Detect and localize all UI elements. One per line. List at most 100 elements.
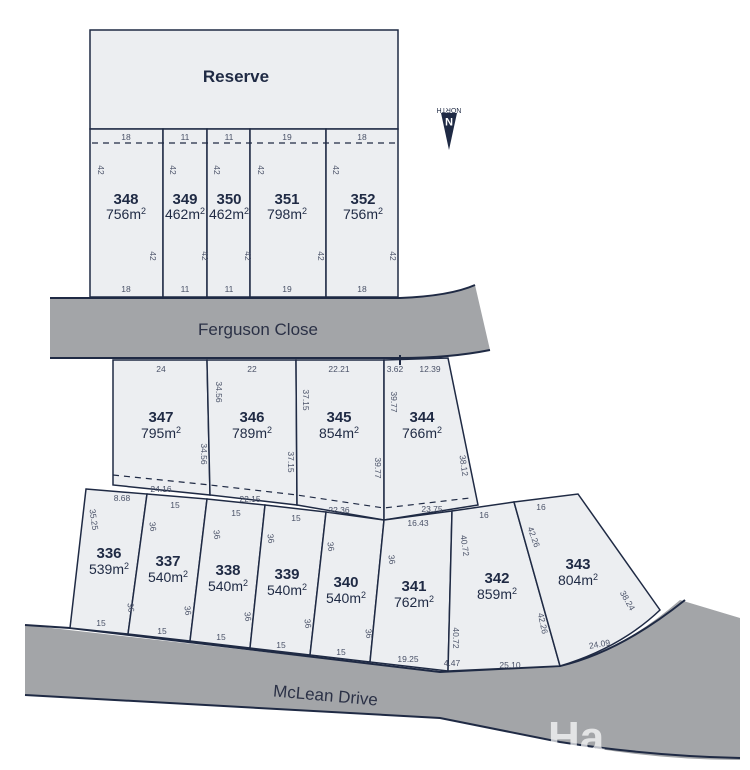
- lot-346-number: 346: [239, 409, 264, 426]
- lot-351-number: 351: [274, 191, 299, 208]
- dimension-label: 37.15: [286, 451, 296, 473]
- ferguson-close-road: [50, 285, 490, 358]
- lot-342-area: 859m2: [477, 586, 517, 602]
- lot-340-area: 540m2: [326, 590, 366, 606]
- dimension-label: 24.16: [150, 484, 172, 494]
- dimension-label: 24: [156, 364, 166, 374]
- lot-352-number: 352: [350, 191, 375, 208]
- lot-344-number: 344: [409, 409, 435, 426]
- lot-348-number: 348: [113, 191, 138, 208]
- dimension-label: 15: [170, 500, 180, 510]
- lot-352[interactable]: [325, 128, 399, 298]
- dimension-label: 42: [331, 165, 341, 175]
- lot-337-number: 337: [155, 553, 180, 570]
- dimension-label: 22.36: [328, 505, 350, 515]
- lot-339-number: 339: [274, 566, 299, 583]
- dimension-label: 11: [225, 284, 234, 294]
- dimension-label: 36: [242, 611, 253, 622]
- lot-341-number: 341: [401, 578, 426, 595]
- dimension-label: 42: [168, 165, 178, 175]
- dimension-label: 18: [121, 284, 131, 294]
- lot-350-area: 462m2: [209, 206, 249, 222]
- lot-346-area: 789m2: [232, 425, 272, 441]
- dimension-label: 40.72: [459, 534, 472, 557]
- dimension-label: 39.77: [373, 457, 383, 479]
- dimension-label: 39.77: [389, 391, 399, 413]
- dimension-label: 22: [247, 364, 257, 374]
- north-arrow-icon: [441, 113, 457, 150]
- dimension-label: 18: [357, 132, 367, 142]
- dimension-label: 15: [96, 618, 106, 628]
- lot-338-area: 540m2: [208, 578, 248, 594]
- lot-345-number: 345: [326, 409, 351, 426]
- lot-342-number: 342: [484, 570, 509, 587]
- lot-349[interactable]: [162, 128, 208, 298]
- dimension-label: 16: [479, 510, 489, 520]
- lot-343[interactable]: [513, 493, 661, 667]
- dimension-label: 36: [211, 529, 222, 540]
- dimension-label: 36: [386, 554, 397, 565]
- dimension-label: 16: [536, 502, 546, 512]
- ferguson-close-south-edge: [50, 349, 491, 359]
- dimension-label: 11: [181, 284, 190, 294]
- watermark: Ha: [548, 713, 605, 762]
- lot-347-area: 795m2: [141, 425, 181, 441]
- dimension-label: 15: [336, 647, 346, 657]
- lot-350[interactable]: [206, 128, 251, 298]
- lot-345-area: 854m2: [319, 425, 359, 441]
- dimension-label: 42: [388, 251, 398, 261]
- dimension-label: 4.47: [444, 658, 461, 668]
- lot-labels: 348 756m2 349 462m2 350 462m2 351 798m2 …: [89, 191, 598, 610]
- dimension-label: 38.12: [458, 454, 471, 477]
- dimension-label: 25.10: [499, 660, 521, 670]
- lot-337-area: 540m2: [148, 569, 188, 585]
- lot-351[interactable]: [249, 128, 327, 298]
- lot-343-area: 804m2: [558, 572, 598, 588]
- dimension-label: 40.72: [451, 627, 461, 649]
- dimension-label: 36: [125, 602, 136, 613]
- mclean-drive-road: [25, 600, 740, 760]
- dimension-label: 23.75: [421, 504, 443, 514]
- lot-344[interactable]: [383, 357, 479, 521]
- dimension-label: 36: [182, 605, 193, 616]
- north-label: NORTH: [437, 106, 462, 113]
- dimension-label: 18: [357, 284, 367, 294]
- dimension-label: 36: [147, 521, 158, 532]
- north-letter: N: [445, 115, 453, 127]
- dimension-label: 42: [200, 251, 210, 261]
- dimension-label: 42: [212, 165, 222, 175]
- dimension-label: 36: [265, 533, 276, 544]
- dimension-label: 19.25: [397, 654, 419, 664]
- dimension-label: 36: [363, 628, 374, 639]
- dimension-label: 3.62: [387, 364, 404, 374]
- dimension-label: 34.56: [199, 443, 209, 465]
- ferguson-close-north-edge: [50, 284, 476, 299]
- lot-336-number: 336: [96, 545, 121, 562]
- lot-339-area: 540m2: [267, 582, 307, 598]
- dimension-label: 11: [225, 132, 234, 142]
- dimension-label: 34.56: [214, 381, 224, 403]
- lot-338-number: 338: [215, 562, 240, 579]
- dimension-label: 24.09: [588, 637, 611, 651]
- lot-343-number: 343: [565, 556, 590, 573]
- dimension-label: 8.68: [114, 493, 131, 503]
- dimension-label: 19: [282, 284, 292, 294]
- dimension-label: 12.39: [419, 364, 441, 374]
- dimension-label: 36: [325, 541, 336, 552]
- middle-row-easement: [112, 474, 471, 509]
- dimension-label: 15: [216, 632, 226, 642]
- mclean-drive-south-edge: [24, 694, 741, 759]
- lot-341-area: 762m2: [394, 594, 434, 610]
- lot-344-area: 766m2: [402, 425, 442, 441]
- lot-336-area: 539m2: [89, 561, 129, 577]
- dimension-label: 19: [282, 132, 292, 142]
- reserve-label: Reserve: [203, 67, 269, 86]
- dimension-label: 15: [157, 626, 167, 636]
- dimension-label: 37.15: [301, 389, 311, 411]
- dimension-label: 15: [231, 508, 241, 518]
- dimension-label: 42: [256, 165, 266, 175]
- dimension-label: 11: [181, 132, 190, 142]
- dimension-label: 42: [148, 251, 158, 261]
